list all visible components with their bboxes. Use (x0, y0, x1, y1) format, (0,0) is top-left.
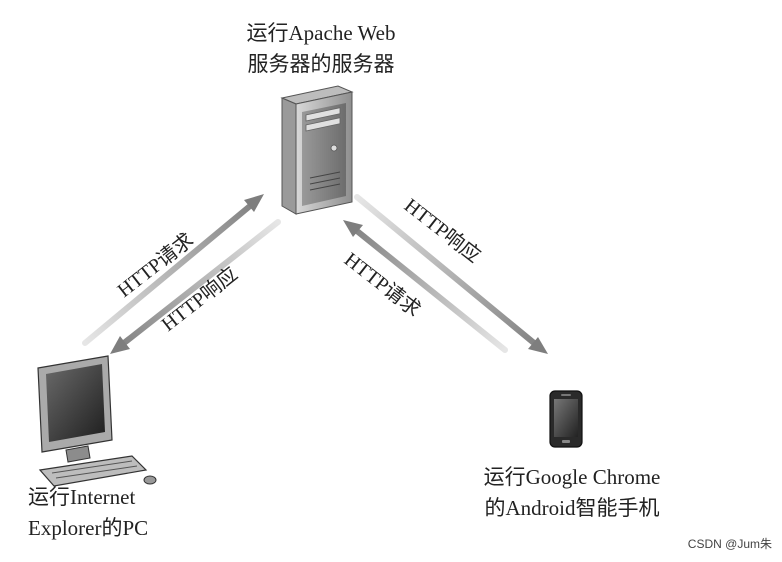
edge-label-phone-request: HTTP请求 (340, 248, 425, 322)
edge-label-pc-request: HTTP请求 (113, 228, 198, 302)
arrow-phone-response (354, 194, 548, 354)
pc-label-line2: Explorer的PC (28, 516, 149, 540)
smartphone-icon (549, 390, 583, 448)
edge-label-phone-response: HTTP响应 (400, 194, 485, 268)
watermark: CSDN @Jum朱 (687, 537, 772, 551)
arrow-pc-response (110, 219, 281, 354)
server-label-line2: 服务器的服务器 (247, 52, 395, 76)
arrow-pc-request (82, 194, 264, 346)
arrow-phone-request (343, 220, 508, 353)
server-tower-icon (280, 85, 354, 215)
server-label-line1: 运行Apache Web (246, 21, 396, 45)
phone-label-line2: 的Android智能手机 (484, 496, 660, 520)
pc-label-line1: 运行Internet (28, 485, 136, 509)
server-label: 运行Apache Web 服务器的服务器 (226, 18, 416, 80)
desktop-pc-icon (37, 355, 157, 487)
phone-label: 运行Google Chrome 的Android智能手机 (452, 462, 692, 524)
phone-label-line1: 运行Google Chrome (483, 465, 661, 489)
pc-label: 运行Internet Explorer的PC (28, 482, 148, 544)
